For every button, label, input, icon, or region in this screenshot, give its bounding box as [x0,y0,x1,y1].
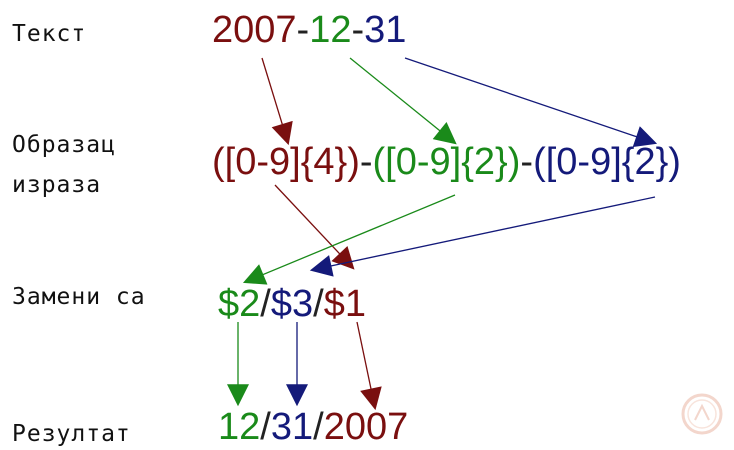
arrow-group3-to-ref3 [309,196,656,277]
replacement-separator-1: / [260,283,271,325]
regex-pattern: ([0-9]{4})-([0-9]{2})-([0-9]{2}) [212,140,681,184]
arrow-group1-to-ref1 [274,184,355,270]
label-pattern-line2: израза [12,172,102,198]
arrow-ref1-to-year [356,321,382,411]
replacement-separator-2: / [313,283,324,325]
pattern-group-2: ([0-9]{2}) [372,141,521,183]
input-text: 2007-12-31 [212,8,406,52]
arrow-month-to-group2 [349,57,457,145]
pattern-group-1: ([0-9]{4}) [212,141,360,183]
replacement-ref-2: $2 [218,283,261,325]
result-month: 12 [218,406,261,448]
text-day: 31 [364,9,407,51]
text-separator-1: - [296,9,310,51]
text-month: 12 [309,9,352,51]
label-pattern-line1: Образац [12,132,116,158]
replacement-ref-3: $3 [270,283,314,325]
circled-logo-icon [681,393,723,435]
label-result: Резултат [12,421,131,447]
result-separator-2: / [313,406,324,448]
label-text: Текст [12,21,87,47]
replacement: $2/$3/$1 [218,282,366,326]
pattern-separator-1: - [359,141,373,183]
result-day: 31 [270,406,314,448]
arrow-day-to-group3 [404,57,658,148]
result-value: 12/31/2007 [218,405,408,449]
arrow-group2-to-ref2 [242,194,456,285]
result-separator-1: / [260,406,271,448]
replacement-ref-1: $1 [323,283,366,325]
arrow-year-to-group1 [261,57,293,146]
result-year: 2007 [323,406,409,448]
pattern-group-3: ([0-9]{2}) [533,141,681,183]
label-replace: Замени са [12,284,146,310]
pattern-separator-2: - [520,141,534,183]
text-year: 2007 [212,9,297,51]
text-separator-2: - [351,9,365,51]
